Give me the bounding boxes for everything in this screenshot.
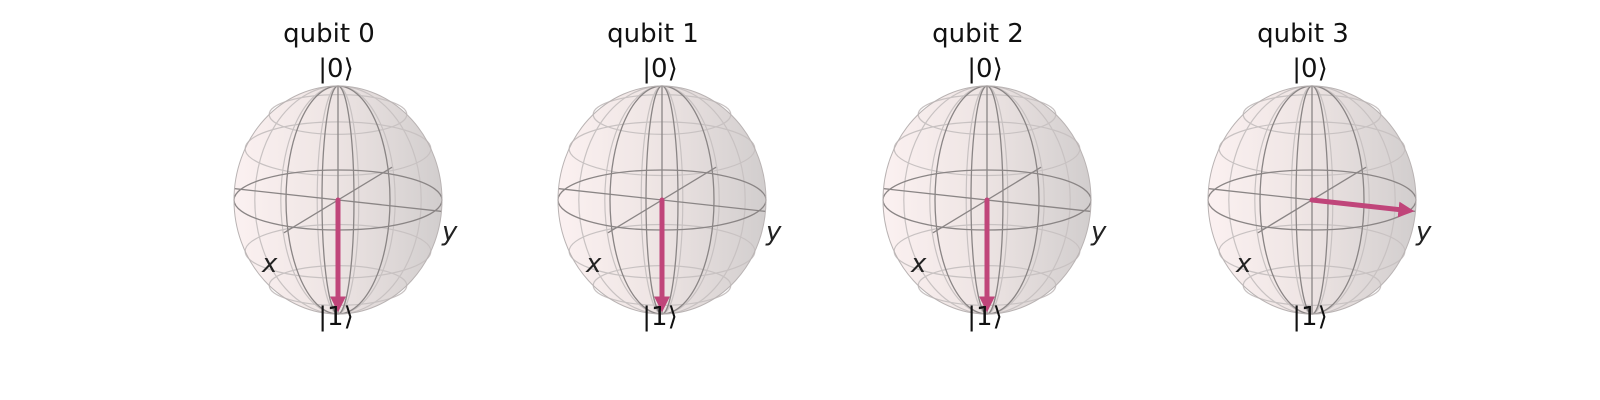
ket-zero-label: |0⟩ [642,54,677,84]
ket-one-label: |1⟩ [967,302,1002,332]
x-axis-label: x [1235,249,1252,279]
sphere-outline [233,85,443,315]
bloch-sphere-1: qubit 1 |0⟩ |1⟩ x y [557,19,782,332]
ket-zero-label: |0⟩ [318,54,353,84]
sphere-outline [557,85,767,315]
x-axis-label: x [261,249,278,279]
ket-one-label: |1⟩ [1292,302,1327,332]
ket-one-label: |1⟩ [318,302,353,332]
sphere-title: qubit 1 [607,19,699,49]
y-axis-label: y [441,217,458,247]
bloch-sphere-3: qubit 3 |0⟩ |1⟩ x y [1207,19,1432,332]
ket-zero-label: |0⟩ [1292,54,1327,84]
sphere-title: qubit 2 [932,19,1024,49]
bloch-sphere-0: qubit 0 |0⟩ |1⟩ x y [233,19,458,332]
sphere-outline [882,85,1092,315]
ket-zero-label: |0⟩ [967,54,1002,84]
sphere-title: qubit 0 [283,19,375,49]
y-axis-label: y [1415,217,1432,247]
y-axis-label: y [1090,217,1107,247]
ket-one-label: |1⟩ [642,302,677,332]
y-axis-label: y [765,217,782,247]
state-vector-arrow [1309,197,1415,218]
sphere-outline [1207,85,1417,315]
x-axis-label: x [585,249,602,279]
sphere-title: qubit 3 [1257,19,1349,49]
x-axis-label: x [910,249,927,279]
bloch-sphere-2: qubit 2 |0⟩ |1⟩ x y [882,19,1107,332]
